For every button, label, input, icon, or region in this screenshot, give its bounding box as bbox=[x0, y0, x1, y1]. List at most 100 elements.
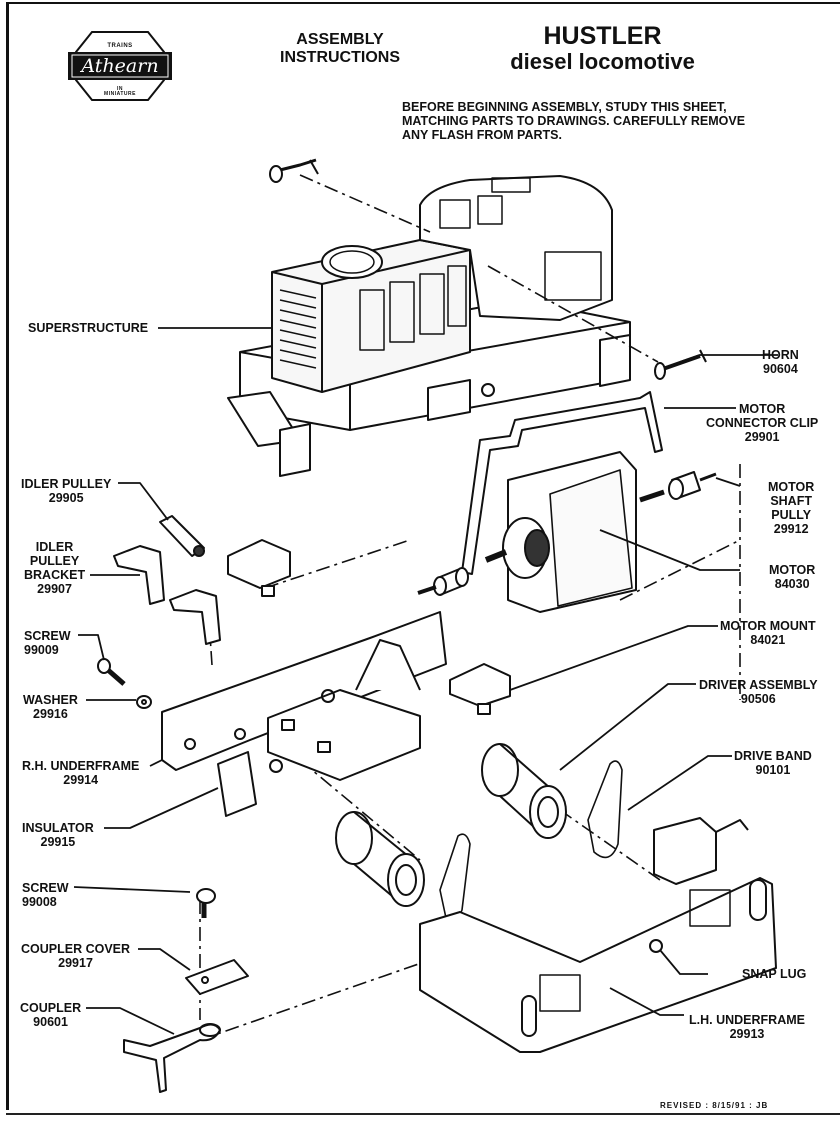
label-washer: WASHER 29916 bbox=[23, 693, 78, 721]
part-number: 99008 bbox=[22, 895, 57, 909]
part-name: WASHER bbox=[23, 693, 78, 707]
leader-lines bbox=[73, 327, 778, 1035]
label-snap-lug: SNAP LUG bbox=[742, 967, 806, 981]
intro-line-2: MATCHING PARTS TO DRAWINGS. CAREFULLY RE… bbox=[402, 114, 746, 128]
logo-bottom-text: IN MINIATURE bbox=[64, 87, 176, 97]
part-name-line-1: MOTOR bbox=[768, 480, 815, 494]
part-name: MOTOR MOUNT bbox=[720, 619, 816, 633]
part-name: COUPLER COVER bbox=[21, 942, 131, 956]
part-number: 29905 bbox=[48, 491, 84, 505]
part-number: 29914 bbox=[63, 773, 99, 787]
section-heading: ASSEMBLY INSTRUCTIONS bbox=[270, 31, 410, 67]
part-name: HORN bbox=[762, 348, 799, 362]
label-idler-pulley-bracket: IDLER PULLEY BRACKET 29907 bbox=[24, 540, 85, 596]
section-heading-line-2: INSTRUCTIONS bbox=[280, 49, 400, 66]
part-name: L.H. UNDERFRAME bbox=[689, 1013, 805, 1027]
part-name: INSULATOR bbox=[22, 821, 94, 835]
part-name: IDLER PULLEY bbox=[21, 477, 112, 491]
part-name-line-1: MOTOR bbox=[738, 402, 786, 416]
label-idler-pulley: IDLER PULLEY 29905 bbox=[21, 477, 111, 505]
part-name: SUPERSTRUCTURE bbox=[28, 321, 149, 335]
horn-side-drawing bbox=[654, 349, 707, 380]
motor-mount-drawing bbox=[227, 539, 511, 715]
part-number: 90101 bbox=[755, 763, 791, 777]
part-number: 29901 bbox=[744, 430, 780, 444]
part-name-line-1: IDLER bbox=[35, 540, 74, 554]
idler-pulley-drawing bbox=[159, 515, 205, 557]
section-heading-line-1: ASSEMBLY bbox=[296, 31, 384, 48]
part-name: MOTOR bbox=[769, 563, 816, 577]
label-screw-99009: SCREW 99009 bbox=[24, 629, 71, 657]
part-number: 84030 bbox=[774, 577, 810, 591]
label-motor-mount: MOTOR MOUNT 84021 bbox=[720, 619, 816, 647]
subtitle: diesel locomotive bbox=[510, 49, 695, 74]
part-number: 90601 bbox=[33, 1015, 68, 1029]
part-name: COUPLER bbox=[20, 1001, 82, 1015]
part-name: SCREW bbox=[22, 881, 69, 895]
athearn-logo: TRAINS Athearn IN MINIATURE bbox=[64, 30, 176, 102]
part-number: 29916 bbox=[33, 707, 68, 721]
title: HUSTLER bbox=[543, 22, 662, 50]
part-number: 99009 bbox=[24, 643, 59, 657]
lh-underframe-drawing bbox=[419, 817, 777, 1053]
logo-bottom-line-1: IN bbox=[117, 86, 123, 92]
motor-drawing bbox=[417, 451, 665, 613]
rh-underframe-drawing bbox=[161, 611, 447, 781]
part-number: 29907 bbox=[37, 582, 72, 596]
part-number: 29913 bbox=[729, 1027, 765, 1041]
part-name: DRIVE BAND bbox=[734, 749, 812, 763]
drive-band-drawing bbox=[439, 760, 623, 922]
motor-connector-clip-drawing bbox=[461, 391, 663, 575]
washer-drawing bbox=[136, 695, 152, 709]
part-name-line-3: PULLY bbox=[771, 508, 812, 522]
label-insulator: INSULATOR 29915 bbox=[22, 821, 94, 849]
part-number: 90506 bbox=[740, 692, 776, 706]
label-horn: HORN 90604 bbox=[762, 348, 799, 376]
part-number: 84021 bbox=[750, 633, 786, 647]
coupler-cover-drawing bbox=[185, 959, 249, 995]
label-rh-underframe: R.H. UNDERFRAME 29914 bbox=[22, 759, 139, 787]
part-number: 29917 bbox=[58, 956, 93, 970]
part-number: 29912 bbox=[773, 522, 809, 536]
part-name-line-3: BRACKET bbox=[24, 568, 86, 582]
driver-assembly-drawing bbox=[335, 743, 567, 907]
part-name-line-2: PULLEY bbox=[29, 554, 80, 568]
label-coupler-cover: COUPLER COVER 29917 bbox=[21, 942, 130, 970]
logo-octagon-icon bbox=[68, 31, 172, 101]
label-drive-band: DRIVE BAND 90101 bbox=[734, 749, 812, 777]
bottom-rule bbox=[6, 1113, 840, 1115]
label-coupler: COUPLER 90601 bbox=[20, 1001, 81, 1029]
screw-99008-drawing bbox=[196, 888, 216, 918]
logo-top-text: TRAINS bbox=[107, 43, 133, 49]
logo-bottom-line-2: MINIATURE bbox=[104, 91, 136, 97]
label-motor: MOTOR 84030 bbox=[769, 563, 815, 591]
page-title: HUSTLER diesel locomotive bbox=[480, 22, 725, 74]
label-screw-99008: SCREW 99008 bbox=[22, 881, 69, 909]
part-name: SCREW bbox=[24, 629, 71, 643]
logo-brand: Athearn bbox=[81, 55, 159, 77]
part-number: 90604 bbox=[763, 362, 798, 376]
revision-note: REVISED : 8/15/91 : JB bbox=[660, 1101, 769, 1110]
superstructure-drawing bbox=[227, 175, 631, 477]
part-number: 29915 bbox=[40, 835, 76, 849]
intro-line-3: ANY FLASH FROM PARTS. bbox=[402, 128, 562, 142]
label-superstructure: SUPERSTRUCTURE bbox=[28, 321, 148, 335]
page-border bbox=[6, 2, 840, 1110]
insulator-drawing bbox=[217, 751, 283, 817]
horn-top-drawing bbox=[269, 158, 319, 183]
part-name: R.H. UNDERFRAME bbox=[22, 759, 140, 773]
part-name-line-2: CONNECTOR CLIP bbox=[706, 416, 819, 430]
screw-99009-drawing bbox=[97, 658, 126, 686]
idler-pulley-bracket-drawing bbox=[113, 545, 221, 645]
intro-line-1: BEFORE BEGINNING ASSEMBLY, STUDY THIS SH… bbox=[402, 100, 727, 114]
part-name-line-2: SHAFT bbox=[770, 494, 812, 508]
label-motor-connector-clip: MOTOR CONNECTOR CLIP 29901 bbox=[706, 402, 818, 444]
part-name: SNAP LUG bbox=[742, 967, 807, 981]
label-lh-underframe: L.H. UNDERFRAME 29913 bbox=[689, 1013, 805, 1041]
label-motor-shaft-pully: MOTOR SHAFT PULLY 29912 bbox=[768, 480, 814, 536]
label-driver-assembly: DRIVER ASSEMBLY 90506 bbox=[699, 678, 818, 706]
part-name: DRIVER ASSEMBLY bbox=[699, 678, 818, 692]
motor-shaft-pully-drawing bbox=[668, 471, 717, 500]
coupler-drawing bbox=[123, 1023, 221, 1093]
